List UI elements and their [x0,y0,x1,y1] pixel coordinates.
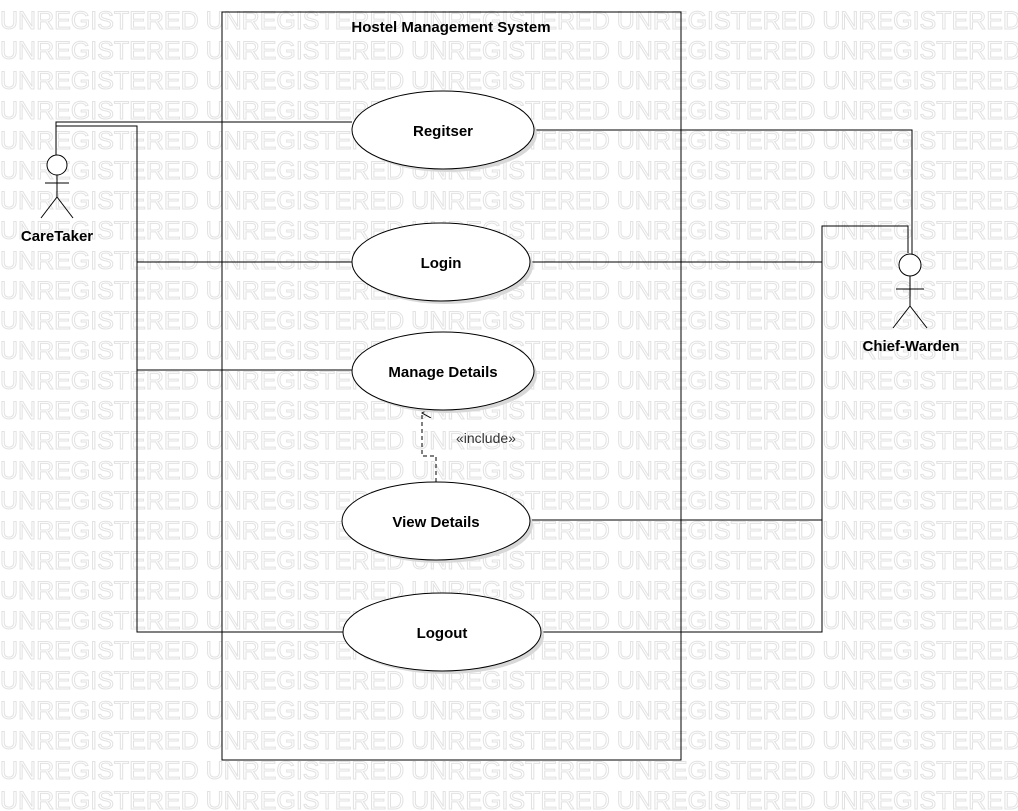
actor-caretaker[interactable] [40,154,74,219]
association-warden-trunk [541,225,909,633]
caretaker-associations [55,121,352,633]
actor-caretaker-label: CareTaker [21,228,93,245]
chief-warden-associations [531,129,913,633]
include-dependency-line [422,413,437,482]
actor-chief-warden-left-leg [892,305,911,329]
association-caretaker-register [55,121,352,155]
system-boundary[interactable] [221,11,682,761]
use-case-register-label: Regitser [413,123,473,140]
actor-caretaker-right-leg [56,196,74,219]
include-stereotype-label: «include» [456,430,516,446]
use-case-register[interactable]: Regitser [351,90,537,172]
actor-chief-warden-right-leg [909,305,928,329]
system-title: Hostel Management System [351,19,550,36]
use-case-manage-details-label: Manage Details [388,364,497,381]
use-case-logout[interactable]: Logout [342,592,544,674]
use-case-login[interactable]: Login [351,222,533,304]
use-case-logout-label: Logout [417,625,468,642]
actor-caretaker-left-leg [40,196,58,219]
use-case-manage-details[interactable]: Manage Details [351,331,537,413]
use-case-login-label: Login [421,255,462,272]
actor-chief-warden-head [898,253,922,277]
actor-caretaker-head [46,154,68,176]
association-warden-register [535,129,913,255]
actor-chief-warden-label: Chief-Warden [863,338,960,355]
use-case-view-details[interactable]: View Details [341,481,533,563]
use-case-view-details-label: View Details [392,514,479,531]
association-caretaker-trunk [56,125,344,633]
actor-chief-warden[interactable] [892,253,928,329]
